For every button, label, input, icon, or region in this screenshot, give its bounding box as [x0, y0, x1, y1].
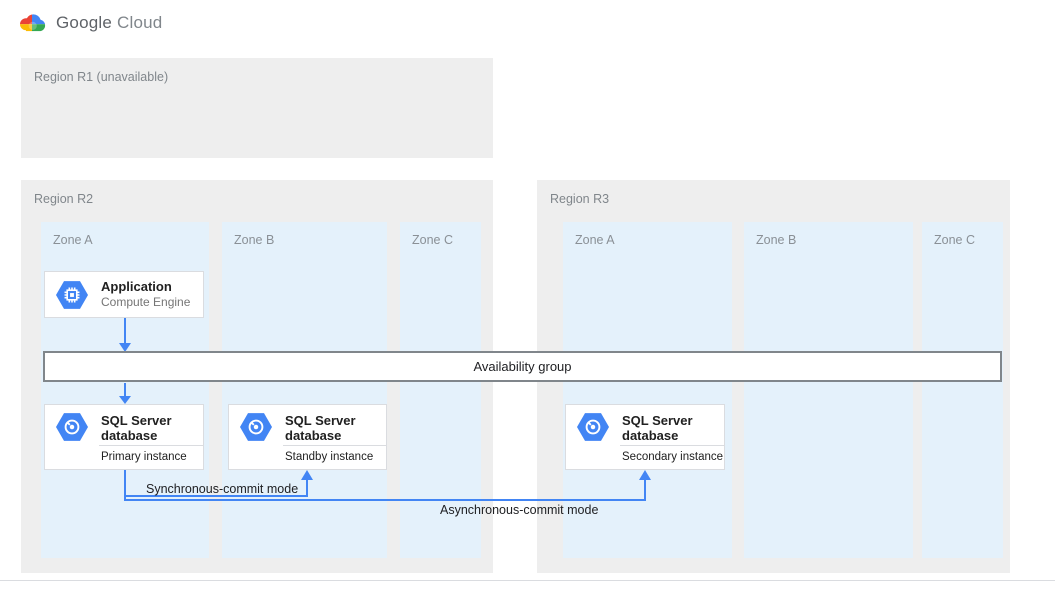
cloud-sql-icon [577, 413, 609, 441]
cloud-sql-icon [56, 413, 88, 441]
region-r3-label: Region R3 [550, 192, 610, 206]
cloud-sql-icon [240, 413, 272, 441]
region-r2-zone-b: Zone B [222, 222, 387, 558]
application-node: Application Compute Engine [44, 271, 204, 318]
region-r3-zone-a: Zone A [563, 222, 732, 558]
primary-instance-label: Primary instance [101, 451, 187, 463]
secondary-instance-label: Secondary instance [622, 451, 724, 463]
region-r2-zone-c: Zone C [400, 222, 481, 558]
zone-label: Zone C [412, 233, 453, 247]
sql-db-title: SQL Server database [285, 413, 356, 443]
google-cloud-logo: Google Cloud [17, 11, 162, 35]
region-r3-zone-b: Zone B [744, 222, 913, 558]
divider [283, 445, 386, 446]
zone-label: Zone C [934, 233, 975, 247]
zone-label: Zone B [234, 233, 275, 247]
compute-engine-icon [56, 281, 88, 309]
async-commit-label: Asynchronous-commit mode [440, 503, 599, 517]
availability-group-bar: Availability group [43, 351, 1002, 382]
sync-commit-label: Synchronous-commit mode [146, 482, 299, 496]
sql-standby-node: SQL Server database Standby instance [228, 404, 387, 470]
google-cloud-logo-icon [20, 14, 46, 32]
page-bottom-divider [0, 580, 1055, 581]
availability-group-label: Availability group [473, 359, 572, 374]
region-r3-zone-c: Zone C [922, 222, 1003, 558]
region-r1-label: Region R1 (unavailable) [34, 70, 169, 84]
logo-text-cloud: Cloud [117, 13, 163, 32]
sql-db-title: SQL Server database [101, 413, 172, 443]
sql-db-title: SQL Server database [622, 413, 693, 443]
sql-secondary-node: SQL Server database Secondary instance [565, 404, 725, 470]
divider [99, 445, 203, 446]
standby-instance-label: Standby instance [285, 451, 374, 463]
zone-label: Zone A [53, 233, 93, 247]
application-subtitle: Compute Engine [101, 295, 191, 309]
application-title: Application [101, 279, 172, 294]
zone-label: Zone A [575, 233, 615, 247]
divider [620, 445, 724, 446]
logo-text-google: Google [56, 13, 113, 32]
region-r1: Region R1 (unavailable) [21, 58, 493, 158]
zone-label: Zone B [756, 233, 797, 247]
sql-primary-node: SQL Server database Primary instance [44, 404, 204, 470]
region-r2-label: Region R2 [34, 192, 94, 206]
